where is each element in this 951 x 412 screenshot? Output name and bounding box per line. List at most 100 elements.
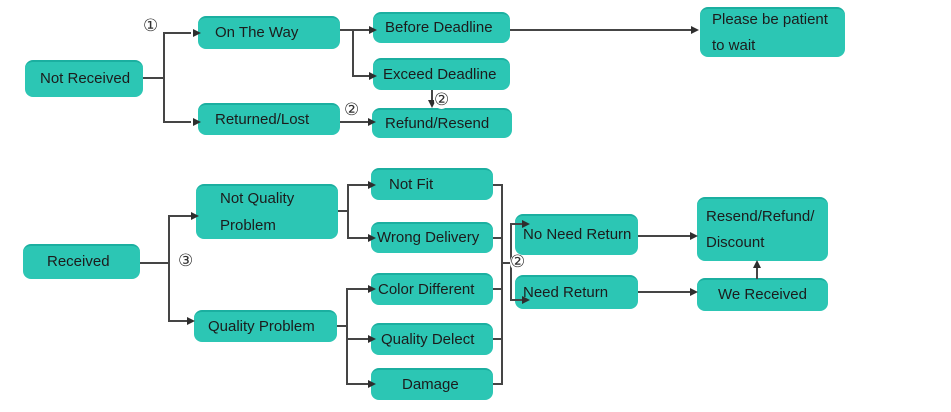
node-need-return: Need Return bbox=[515, 275, 638, 309]
node-label: Color Different bbox=[378, 280, 475, 298]
node-please-be-patient: Please be patient to wait bbox=[700, 7, 845, 57]
arrowhead bbox=[522, 296, 530, 304]
node-resend-refund-discount: Resend/Refund/ Discount bbox=[697, 197, 828, 261]
flow-line bbox=[163, 32, 165, 123]
node-we-received: We Received bbox=[697, 278, 828, 311]
flow-line bbox=[168, 320, 187, 322]
arrowhead bbox=[368, 181, 376, 189]
arrowhead bbox=[368, 234, 376, 242]
node-label: Wrong Delivery bbox=[377, 229, 480, 247]
node-exceed-deadline: Exceed Deadline bbox=[373, 58, 510, 90]
node-refund-resend: Refund/Resend bbox=[372, 108, 512, 138]
flow-line bbox=[510, 223, 523, 225]
arrowhead bbox=[753, 260, 761, 268]
arrowhead bbox=[369, 26, 377, 34]
flow-line bbox=[140, 262, 170, 264]
node-label: No Need Return bbox=[523, 226, 632, 244]
node-label: We Received bbox=[718, 286, 807, 304]
flow-line bbox=[493, 288, 503, 290]
step-marker-1: ① bbox=[143, 16, 159, 36]
flow-line bbox=[168, 215, 191, 217]
node-no-need-return: No Need Return bbox=[515, 214, 638, 255]
arrowhead bbox=[690, 288, 698, 296]
flow-line bbox=[501, 262, 512, 264]
arrowhead bbox=[193, 29, 201, 37]
step-marker-3: ③ bbox=[178, 251, 194, 271]
node-label-line1: Please be patient bbox=[712, 10, 828, 28]
flow-line bbox=[340, 121, 368, 123]
flow-line bbox=[346, 288, 368, 290]
flow-line bbox=[346, 383, 368, 385]
flow-line bbox=[510, 299, 523, 301]
step-marker-2-return: ② bbox=[510, 252, 526, 272]
node-label: Need Return bbox=[523, 283, 609, 301]
node-label: Not Fit bbox=[389, 175, 434, 193]
flow-line bbox=[347, 237, 368, 239]
arrowhead bbox=[690, 232, 698, 240]
flow-line bbox=[352, 75, 369, 77]
flow-line bbox=[346, 288, 348, 385]
node-label-line2: Discount bbox=[706, 234, 765, 251]
node-label: Quality Problem bbox=[208, 317, 315, 335]
node-received: Received bbox=[23, 244, 140, 279]
node-wrong-delivery: Wrong Delivery bbox=[371, 222, 493, 253]
flow-line bbox=[493, 184, 503, 186]
node-label-line1: Not Quality bbox=[220, 190, 295, 208]
node-label: Exceed Deadline bbox=[383, 65, 497, 83]
flow-line bbox=[163, 121, 191, 123]
flow-line bbox=[143, 77, 165, 79]
arrowhead bbox=[187, 317, 195, 325]
node-label: Received bbox=[47, 253, 110, 271]
flow-line bbox=[352, 29, 354, 76]
node-label: Quality Delect bbox=[381, 330, 475, 348]
arrowhead bbox=[368, 380, 376, 388]
node-not-received: Not Received bbox=[25, 60, 143, 97]
node-before-deadline: Before Deadline bbox=[373, 12, 510, 43]
arrowhead bbox=[368, 285, 376, 293]
flow-line bbox=[347, 184, 368, 186]
flow-line bbox=[431, 90, 433, 101]
step-marker-2-refund-left: ② bbox=[344, 100, 360, 120]
arrowhead bbox=[428, 100, 436, 108]
node-label-line2: Problem bbox=[220, 216, 276, 234]
node-color-different: Color Different bbox=[371, 273, 493, 305]
node-label: Damage bbox=[402, 375, 459, 393]
flow-line bbox=[338, 210, 349, 212]
flow-line bbox=[493, 237, 503, 239]
flow-line bbox=[638, 291, 691, 293]
arrowhead bbox=[368, 335, 376, 343]
arrowhead bbox=[191, 212, 199, 220]
node-quality-problem: Quality Problem bbox=[194, 310, 337, 342]
arrowhead bbox=[368, 118, 376, 126]
flow-line bbox=[756, 267, 758, 279]
arrowhead bbox=[193, 118, 201, 126]
flow-line bbox=[163, 32, 191, 34]
flow-line bbox=[638, 235, 691, 237]
flow-line bbox=[337, 325, 348, 327]
flow-line bbox=[168, 215, 170, 322]
node-not-quality-problem: Not Quality Problem bbox=[196, 184, 338, 239]
flow-line bbox=[501, 184, 503, 385]
node-label: Returned/Lost bbox=[215, 110, 310, 128]
node-label: Before Deadline bbox=[385, 19, 493, 37]
node-on-the-way: On The Way bbox=[198, 16, 340, 49]
node-not-fit: Not Fit bbox=[371, 168, 493, 200]
node-label: Not Received bbox=[40, 70, 131, 88]
node-label: Refund/Resend bbox=[385, 114, 490, 132]
node-returned-lost: Returned/Lost bbox=[198, 103, 340, 135]
flow-line bbox=[493, 383, 503, 385]
flow-line bbox=[346, 338, 368, 340]
arrowhead bbox=[369, 72, 377, 80]
step-marker-2-refund-top: ② bbox=[434, 90, 450, 110]
node-label-line1: Resend/Refund/ bbox=[706, 207, 815, 225]
node-label-line2: to wait bbox=[712, 37, 756, 54]
flow-line bbox=[493, 338, 503, 340]
node-quality-delect: Quality Delect bbox=[371, 323, 493, 355]
arrowhead bbox=[691, 26, 699, 34]
flow-line bbox=[340, 29, 369, 31]
arrowhead bbox=[522, 220, 530, 228]
flow-line bbox=[510, 29, 692, 31]
flow-line bbox=[347, 184, 349, 239]
node-label: On The Way bbox=[215, 24, 299, 42]
